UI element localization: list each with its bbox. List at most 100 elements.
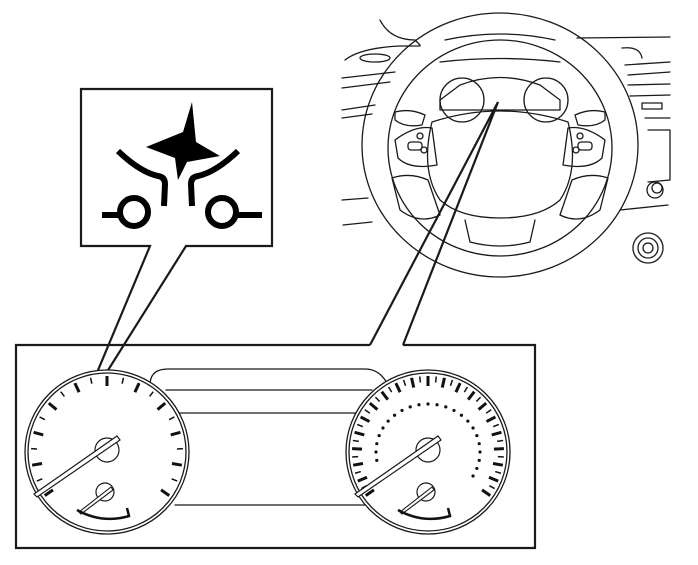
- gauge-bezel-outer: [24, 369, 190, 535]
- gauge-tick: [488, 475, 499, 483]
- gauge-tick: [357, 475, 368, 483]
- gauge-tick: [440, 377, 446, 388]
- gauge-tick: [39, 416, 46, 421]
- wheel-leader-line: [369, 101, 500, 346]
- instrument-cluster: [14, 101, 537, 550]
- gauge-tick: [43, 488, 54, 497]
- rpm-dot: [471, 474, 475, 478]
- gauge-tick: [497, 439, 504, 443]
- gauge-tick: [31, 461, 43, 467]
- right-switch-panel: [562, 126, 606, 168]
- wheel-view-right-gauge: [523, 77, 569, 123]
- gauge-tick: [60, 391, 65, 397]
- gauge-tick: [485, 415, 497, 423]
- gauge-tick: [492, 461, 504, 467]
- rpm-dot: [477, 442, 481, 446]
- gauge-tick: [356, 423, 364, 428]
- center-display: [165, 389, 373, 506]
- gauge-tick: [466, 390, 476, 401]
- rpm-dot: [426, 402, 430, 406]
- tachometer: [345, 369, 511, 535]
- sub-gauge-hub: [95, 482, 115, 502]
- gauge-tick: [402, 379, 407, 386]
- sub-gauge-needle: [78, 486, 114, 515]
- gauge-tick: [410, 377, 416, 388]
- gauge-tick: [160, 488, 171, 497]
- gauge-tick: [121, 377, 125, 384]
- gauge-tick: [168, 416, 175, 421]
- rpm-dot: [386, 419, 390, 423]
- rpm-dot: [374, 450, 378, 454]
- gauge-tick: [352, 461, 364, 467]
- gauge-bezel-inner: [348, 372, 508, 532]
- gauge-tick: [475, 396, 482, 402]
- gauge-tick: [387, 386, 393, 393]
- gauge-tick: [494, 470, 502, 474]
- gauge-tick: [449, 379, 454, 386]
- needle: [33, 435, 121, 498]
- gauge-tick: [477, 401, 488, 411]
- gauge-bezel-inner: [27, 372, 187, 532]
- gauge-tick: [36, 478, 43, 482]
- gauge-tick: [364, 409, 371, 414]
- rpm-dot: [377, 433, 381, 438]
- gauge-bezel-outer: [345, 369, 511, 535]
- rpm-dot: [417, 403, 421, 407]
- gauge-tick: [352, 439, 359, 443]
- gauge-tick: [418, 376, 422, 383]
- sub-gauge-scale: [76, 507, 131, 521]
- rpm-dot: [408, 405, 412, 409]
- forward-collision-warning-icon: [102, 102, 262, 229]
- gauge-tick: [354, 470, 362, 474]
- rpm-dot: [381, 426, 385, 430]
- rpm-dot: [375, 458, 379, 462]
- gauge-tick: [485, 409, 492, 414]
- gauge-tick: [33, 430, 44, 437]
- gauge-tick: [171, 478, 178, 482]
- gauge-tick: [368, 401, 379, 411]
- gauge-tick: [434, 376, 438, 383]
- gauge-tick: [463, 386, 469, 393]
- gauge-tick: [170, 430, 181, 437]
- display-hood: [149, 368, 389, 401]
- sub-gauge-needle: [399, 486, 435, 515]
- gauge-tick: [171, 461, 183, 467]
- gauge-tick: [47, 401, 58, 411]
- needle-hub: [415, 437, 441, 463]
- speedometer: [24, 369, 190, 535]
- gauge-tick: [394, 382, 402, 393]
- rpm-dot: [478, 450, 482, 454]
- left-switch-panel: [394, 126, 438, 168]
- gauge-tick: [149, 391, 154, 397]
- rpm-dot: [435, 403, 439, 407]
- needle: [354, 435, 442, 498]
- warning-light-callout: [76, 87, 274, 419]
- steering-wheel-rim-outer: [361, 12, 639, 278]
- rpm-dot: [475, 466, 479, 471]
- rpm-dot: [452, 408, 456, 413]
- gauge-tick: [374, 396, 381, 402]
- rpm-dot: [466, 419, 470, 423]
- gauge-tick: [481, 488, 492, 497]
- steering-wheel-view: [341, 12, 671, 278]
- rpm-dot: [375, 442, 379, 446]
- gauge-tick: [492, 423, 500, 428]
- rpm-dot: [400, 408, 404, 413]
- steering-wheel-hub: [426, 110, 574, 219]
- gauge-tick: [89, 377, 93, 384]
- steering-wheel-rim-inner: [387, 39, 613, 257]
- rpm-dot: [392, 413, 397, 417]
- gauge-tick: [454, 382, 462, 393]
- gauge-tick: [133, 382, 141, 393]
- wheel-view-left-gauge: [439, 77, 485, 123]
- dashboard: [341, 19, 671, 264]
- rpm-dot: [444, 405, 448, 409]
- rpm-dot: [477, 458, 481, 462]
- gauge-tick: [380, 390, 390, 401]
- cluster-box: [14, 343, 537, 550]
- rpm-dot: [471, 426, 475, 430]
- rpm-dot: [459, 413, 464, 417]
- gauge-tick: [359, 415, 371, 423]
